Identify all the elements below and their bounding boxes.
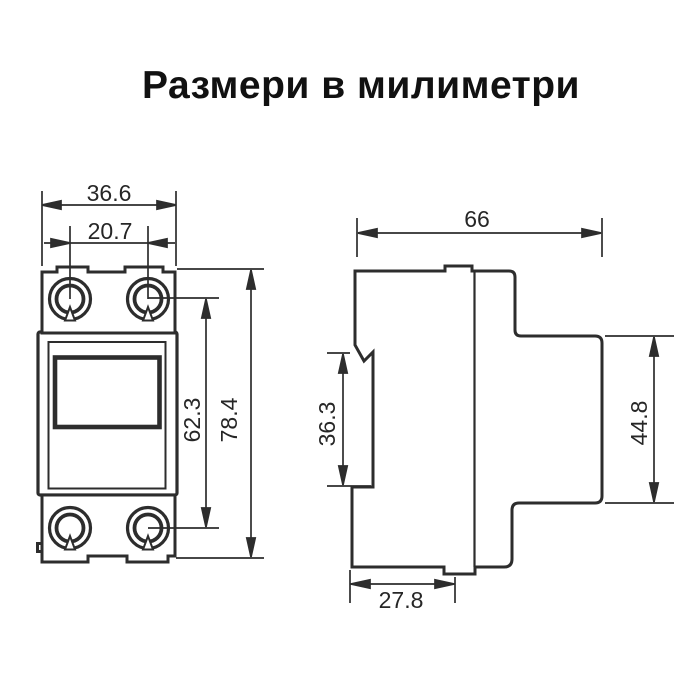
dim-front-terminal-pitch: 20.7	[87, 217, 133, 244]
dimension-side-din-recess-height	[327, 352, 371, 487]
front-bottom-terminal-block	[40, 493, 177, 564]
dim-side-bottom-depth: 27.8	[378, 586, 424, 613]
front-left-clip	[36, 542, 42, 553]
dimension-side-rear-height	[605, 335, 674, 504]
dimension-front-height-total	[176, 268, 264, 559]
terminal-screw-bottom-left	[47, 505, 93, 551]
dim-front-width-total: 36.6	[86, 179, 132, 206]
front-display-window	[52, 355, 162, 430]
dim-front-height-total: 78.4	[215, 397, 242, 443]
side-outline	[350, 264, 604, 576]
dimension-front-terminal-centers-height	[148, 297, 219, 529]
dimension-front-terminal-pitch	[44, 226, 175, 299]
dimension-side-depth-total	[356, 218, 603, 257]
side-view-drawing	[327, 218, 674, 603]
page-title: Размери в милиметри	[141, 64, 581, 107]
dim-front-terminal-centers-height: 62.3	[178, 397, 205, 443]
dimension-side-bottom-depth	[349, 570, 456, 603]
dim-side-din-recess-height: 36.3	[313, 401, 340, 447]
dim-side-depth-total: 66	[464, 205, 490, 232]
dim-side-rear-height: 44.8	[625, 400, 652, 446]
front-view-drawing	[36, 191, 264, 564]
dimension-front-width-total	[41, 191, 177, 266]
front-top-terminal-block	[40, 265, 177, 335]
front-inner-panel	[47, 341, 167, 490]
